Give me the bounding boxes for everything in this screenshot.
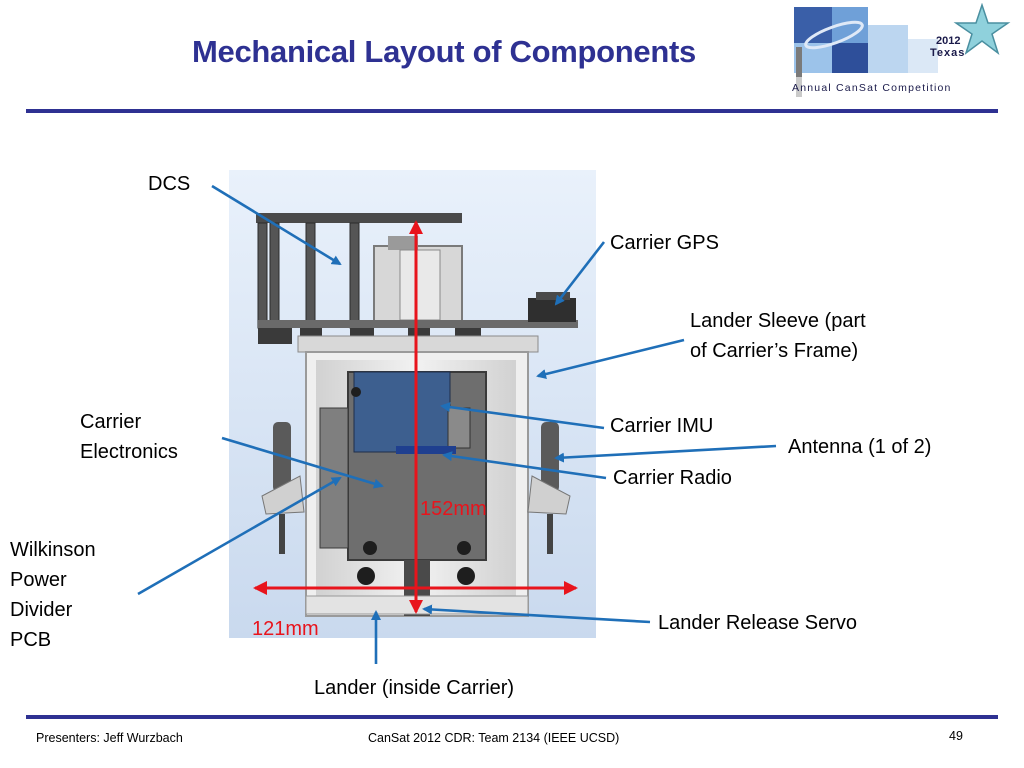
- label-lander-release-servo: Lander Release Servo: [658, 612, 858, 634]
- wilkinson-pcb: [319, 407, 349, 549]
- label-carrier-radio: Carrier Radio: [613, 467, 732, 489]
- carrier-frame: [297, 335, 539, 353]
- label-carrier-electronics-line1: Carrier: [80, 411, 142, 433]
- footer-presenter: Presenters: Jeff Wurzbach: [36, 731, 183, 745]
- radio-leader-arrow: [442, 451, 607, 480]
- label-lander-sleeve-line2: of Carrier’s Frame): [690, 340, 859, 362]
- cansat-competition-logo: [786, 3, 1018, 99]
- label-dcs: DCS: [148, 173, 191, 195]
- label-wilkinson-line4: PCB: [10, 629, 52, 651]
- top-plate: [256, 213, 462, 223]
- label-carrier-electronics-line2: Electronics: [80, 441, 178, 463]
- label-lander-inside-carrier: Lander (inside Carrier): [314, 677, 515, 699]
- logo-competition: Annual CanSat Competition: [792, 82, 952, 94]
- gps-module: [528, 298, 576, 322]
- title-divider: [26, 109, 998, 113]
- electronics-leader-arrow: [221, 436, 384, 489]
- imu-board: [353, 371, 451, 453]
- footer-divider: [26, 715, 998, 719]
- footer-center: CanSat 2012 CDR: Team 2134 (IEEE UCSD): [368, 731, 620, 745]
- dcs-leader-arrow: [211, 184, 342, 266]
- label-lander-sleeve-line1: Lander Sleeve (part: [690, 310, 866, 332]
- label-carrier-imu: Carrier IMU: [610, 415, 714, 437]
- label-wilkinson-line1: Wilkinson: [10, 539, 96, 561]
- antenna-leader-arrow: [554, 444, 777, 463]
- radio-strip: [396, 446, 456, 454]
- label-carrier-gps: Carrier GPS: [610, 232, 719, 254]
- label-antenna: Antenna (1 of 2): [788, 436, 932, 458]
- label-wilkinson-line3: Divider: [10, 599, 73, 621]
- board-screws: [351, 387, 475, 585]
- label-wilkinson-line2: Power: [10, 569, 67, 591]
- dimension-height-label: 152mm: [420, 498, 487, 520]
- slide-title: Mechanical Layout of Components: [192, 34, 696, 69]
- dimension-width-label: 121mm: [252, 618, 319, 640]
- logo-year: 2012: [936, 35, 961, 47]
- gps-leader-arrow: [554, 241, 606, 306]
- page-number: 49: [949, 729, 963, 743]
- wilkinson-leader-arrow: [137, 476, 342, 596]
- sleeve-leader-arrow: [536, 338, 685, 379]
- logo-state: Texas: [930, 47, 966, 59]
- antenna-right: [527, 422, 571, 554]
- servo-leader-arrow: [422, 604, 651, 624]
- imu-leader-arrow: [440, 402, 605, 430]
